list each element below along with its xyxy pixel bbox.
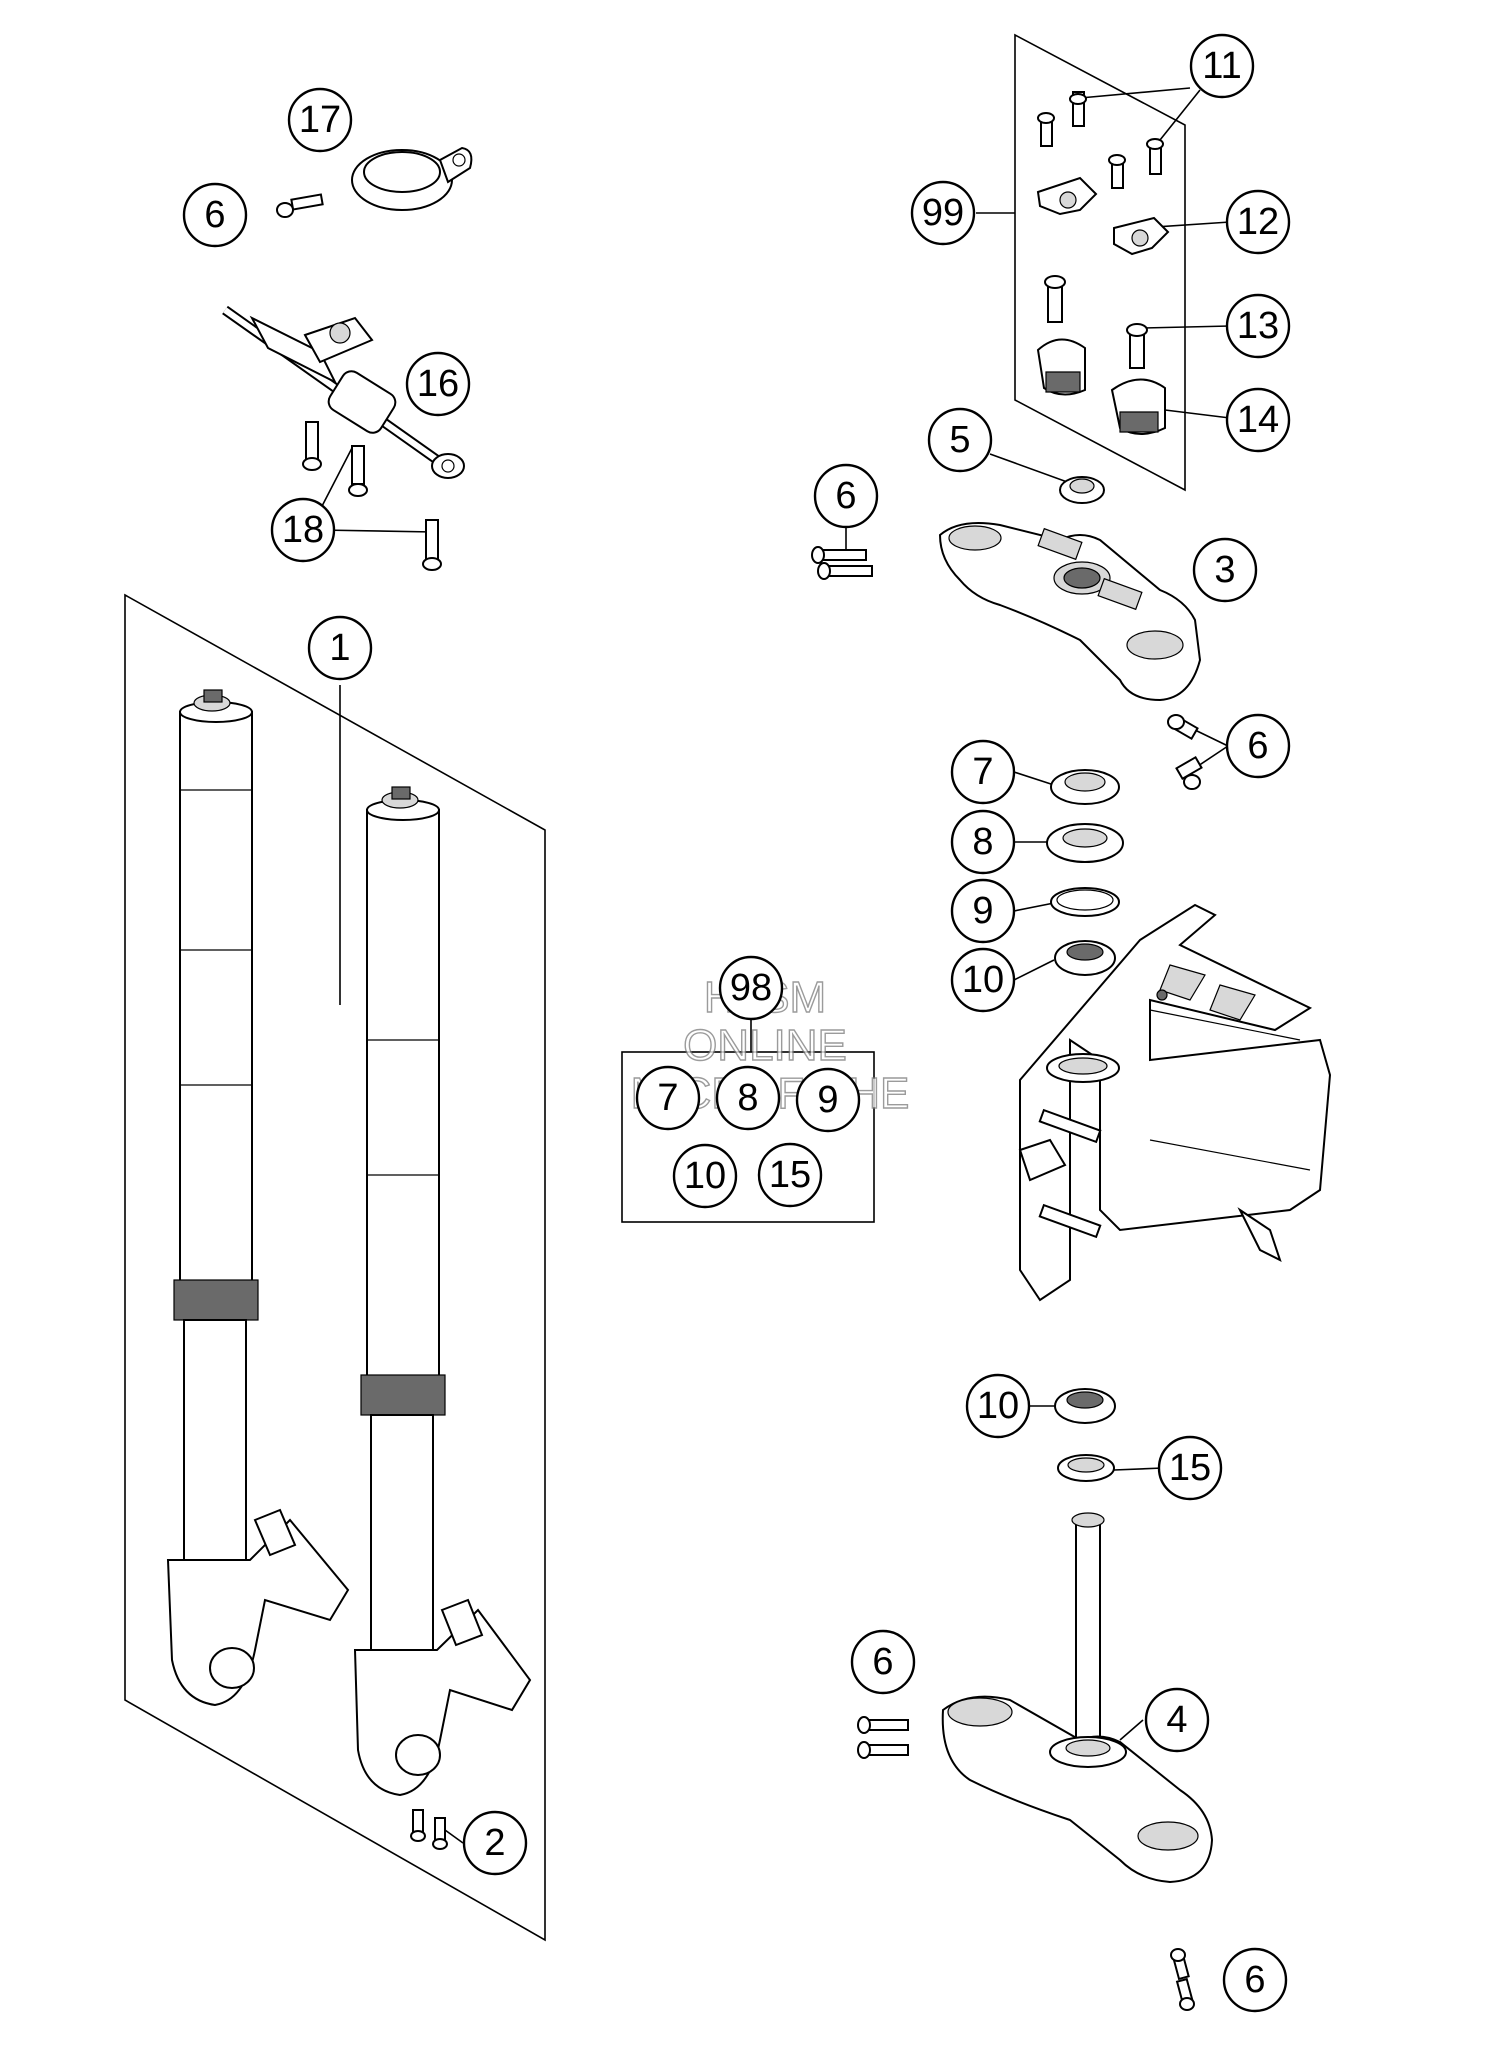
- callout-17[interactable]: 17: [287, 87, 353, 153]
- callout-label: 16: [417, 363, 459, 405]
- kit-callout-10[interactable]: 10: [672, 1143, 738, 1209]
- callout-label: 8: [972, 821, 993, 863]
- callout-label: 6: [1247, 725, 1268, 767]
- callout-label: 7: [657, 1077, 678, 1119]
- damper-clamp-part: [351, 146, 473, 211]
- callout-6-top[interactable]: 6: [182, 182, 248, 248]
- callout-16[interactable]: 16: [405, 351, 471, 417]
- callout-label: 98: [730, 967, 772, 1009]
- callout-label: 6: [872, 1641, 893, 1683]
- callout-10-bottom[interactable]: 10: [965, 1373, 1031, 1439]
- callout-4[interactable]: 4: [1144, 1687, 1210, 1753]
- kit-callout-7[interactable]: 7: [635, 1065, 701, 1131]
- bolt-part: [410, 1809, 448, 1850]
- callout-6-lower[interactable]: 6: [850, 1629, 916, 1695]
- callout-label: 8: [737, 1077, 758, 1119]
- kit-callout-8[interactable]: 8: [715, 1065, 781, 1131]
- callout-6-bottom[interactable]: 6: [1222, 1947, 1288, 2013]
- callout-label: 2: [484, 1822, 505, 1864]
- callout-1[interactable]: 1: [307, 615, 373, 681]
- watermark-line-2: ONLINE: [683, 1021, 847, 1070]
- kit-callout-9[interactable]: 9: [795, 1067, 861, 1133]
- callout-13[interactable]: 13: [1225, 293, 1291, 359]
- callout-6-right[interactable]: 6: [1225, 713, 1291, 779]
- lower-triple-clamp-part: [941, 1512, 1214, 1884]
- callout-label: 14: [1237, 399, 1279, 441]
- bearing-kit-frame: [621, 1051, 875, 1223]
- callout-label: 7: [972, 751, 993, 793]
- callout-label: 3: [1214, 549, 1235, 591]
- callout-11[interactable]: 11: [1189, 33, 1255, 99]
- bolt-part: [1170, 1948, 1195, 2011]
- bolt-part: [857, 1716, 909, 1759]
- screw-part: [276, 193, 324, 218]
- steering-damper-part: [222, 305, 465, 479]
- callout-15[interactable]: 15: [1157, 1435, 1223, 1501]
- callout-label: 5: [949, 419, 970, 461]
- bolt-part: [302, 421, 442, 571]
- callout-label: 6: [835, 475, 856, 517]
- callout-label: 1: [329, 627, 350, 669]
- callout-label: 9: [817, 1079, 838, 1121]
- callout-label: 17: [299, 99, 341, 141]
- callout-label: 18: [282, 509, 324, 551]
- nut-part: [1059, 476, 1105, 504]
- callout-18[interactable]: 18: [270, 497, 336, 563]
- callout-label: 10: [977, 1385, 1019, 1427]
- callout-99[interactable]: 99: [910, 180, 976, 246]
- handlebar-clamp-kit-parts: [1036, 91, 1170, 435]
- kit-callout-15[interactable]: 15: [757, 1142, 823, 1208]
- callout-label: 11: [1202, 45, 1241, 87]
- callout-label: 4: [1166, 1699, 1187, 1741]
- callout-2[interactable]: 2: [462, 1810, 528, 1876]
- lower-bearing-part: [1054, 1388, 1116, 1482]
- upper-triple-clamp-part: [938, 522, 1202, 702]
- leader-lines: [319, 87, 1231, 1844]
- callout-label: 6: [204, 194, 225, 236]
- bolt-part: [811, 546, 873, 580]
- front-fork-right-part: [353, 786, 532, 1797]
- bolt-part: [1167, 714, 1203, 790]
- callout-label: 10: [962, 959, 1004, 1001]
- front-fork-left-part: [166, 689, 350, 1707]
- callout-label: 9: [972, 890, 993, 932]
- callout-12[interactable]: 12: [1225, 189, 1291, 255]
- chassis-frame-part: [1018, 903, 1332, 1302]
- callout-9[interactable]: 9: [950, 878, 1016, 944]
- bearing-stack-part: [1046, 769, 1124, 976]
- callout-label: 15: [769, 1154, 811, 1196]
- callout-label: 99: [922, 192, 964, 234]
- callout-label: 15: [1169, 1447, 1211, 1489]
- callout-label: 10: [684, 1155, 726, 1197]
- callout-10-top[interactable]: 10: [950, 947, 1016, 1013]
- callout-14[interactable]: 14: [1225, 387, 1291, 453]
- callout-5[interactable]: 5: [927, 407, 993, 473]
- callout-7[interactable]: 7: [950, 739, 1016, 805]
- callout-label: 12: [1237, 201, 1279, 243]
- callout-98[interactable]: 98: [718, 955, 784, 1021]
- callout-8[interactable]: 8: [950, 809, 1016, 875]
- callout-label: 13: [1237, 305, 1279, 347]
- callout-3[interactable]: 3: [1192, 537, 1258, 603]
- callout-label: 6: [1244, 1959, 1265, 2001]
- fork-assembly-frame: [124, 593, 546, 1942]
- clamp-kit-frame: [1014, 33, 1186, 492]
- callout-6-mid[interactable]: 6: [813, 463, 879, 529]
